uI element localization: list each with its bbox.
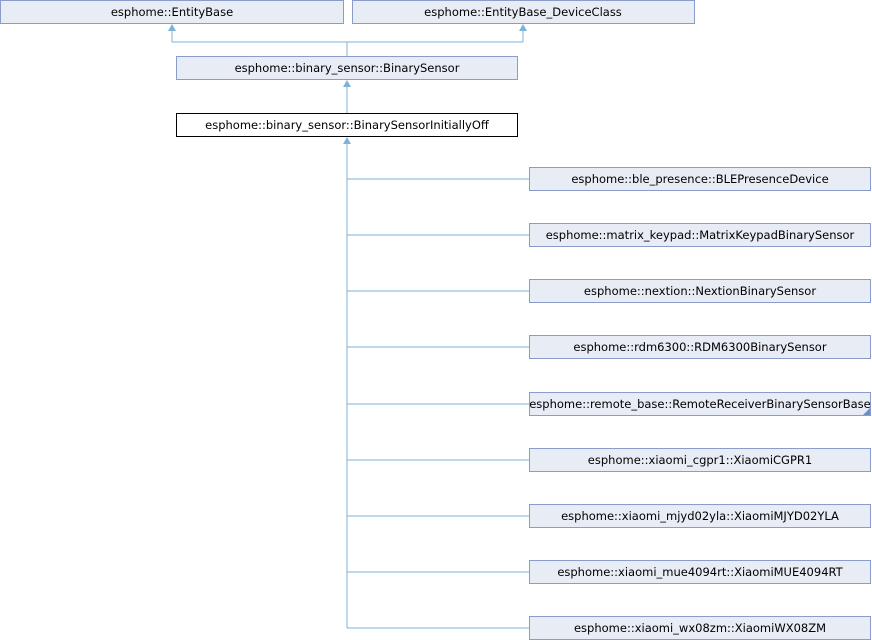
node-ble-presence-device-label: esphome::ble_presence::BLEPresenceDevice: [571, 172, 828, 186]
node-binary-sensor-initially-off-label: esphome::binary_sensor::BinarySensorInit…: [205, 118, 490, 132]
node-binary-sensor-label: esphome::binary_sensor::BinarySensor: [235, 61, 460, 75]
node-remote-receiver-binary-sensor-base[interactable]: esphome::remote_base::RemoteReceiverBina…: [529, 392, 871, 416]
node-entity-base[interactable]: esphome::EntityBase: [0, 0, 344, 24]
node-xiaomi-wx08zm[interactable]: esphome::xiaomi_wx08zm::XiaomiWX08ZM: [529, 616, 871, 640]
node-entity-base-device-class[interactable]: esphome::EntityBase_DeviceClass: [352, 0, 695, 24]
node-xiaomi-mue4094rt-label: esphome::xiaomi_mue4094rt::XiaomiMUE4094…: [557, 565, 843, 579]
arrow-to-binary-sensor: [343, 80, 351, 87]
node-binary-sensor-initially-off: esphome::binary_sensor::BinarySensorInit…: [176, 113, 518, 137]
node-xiaomi-mjyd02yla-label: esphome::xiaomi_mjyd02yla::XiaomiMJYD02Y…: [561, 509, 839, 523]
node-matrix-keypad-binary-sensor-label: esphome::matrix_keypad::MatrixKeypadBina…: [546, 228, 855, 242]
node-xiaomi-cgpr1[interactable]: esphome::xiaomi_cgpr1::XiaomiCGPR1: [529, 448, 871, 472]
node-matrix-keypad-binary-sensor[interactable]: esphome::matrix_keypad::MatrixKeypadBina…: [529, 223, 871, 247]
inheritance-edges: [168, 24, 529, 629]
node-xiaomi-wx08zm-label: esphome::xiaomi_wx08zm::XiaomiWX08ZM: [574, 621, 826, 635]
node-xiaomi-mjyd02yla[interactable]: esphome::xiaomi_mjyd02yla::XiaomiMJYD02Y…: [529, 504, 871, 528]
node-rdm6300-binary-sensor[interactable]: esphome::rdm6300::RDM6300BinarySensor: [529, 335, 871, 359]
node-entity-base-label: esphome::EntityBase: [111, 5, 233, 19]
edge-child-branches: [347, 178, 529, 629]
node-entity-base-device-class-label: esphome::EntityBase_DeviceClass: [424, 5, 622, 19]
node-nextion-binary-sensor[interactable]: esphome::nextion::NextionBinarySensor: [529, 279, 871, 303]
node-rdm6300-binary-sensor-label: esphome::rdm6300::RDM6300BinarySensor: [573, 340, 826, 354]
node-xiaomi-mue4094rt[interactable]: esphome::xiaomi_mue4094rt::XiaomiMUE4094…: [529, 560, 871, 584]
node-ble-presence-device[interactable]: esphome::ble_presence::BLEPresenceDevice: [529, 167, 871, 191]
arrow-to-initially-off: [343, 137, 351, 144]
arrow-to-entity-base-device-class: [519, 24, 527, 31]
arrow-to-entity-base: [168, 24, 176, 31]
expand-corner-icon: [863, 408, 870, 415]
node-remote-receiver-binary-sensor-base-label: esphome::remote_base::RemoteReceiverBina…: [529, 397, 871, 411]
node-binary-sensor[interactable]: esphome::binary_sensor::BinarySensor: [176, 56, 518, 80]
node-nextion-binary-sensor-label: esphome::nextion::NextionBinarySensor: [584, 284, 816, 298]
node-xiaomi-cgpr1-label: esphome::xiaomi_cgpr1::XiaomiCGPR1: [588, 453, 812, 467]
edge-binary-sensor-to-bases: [171, 28, 524, 56]
